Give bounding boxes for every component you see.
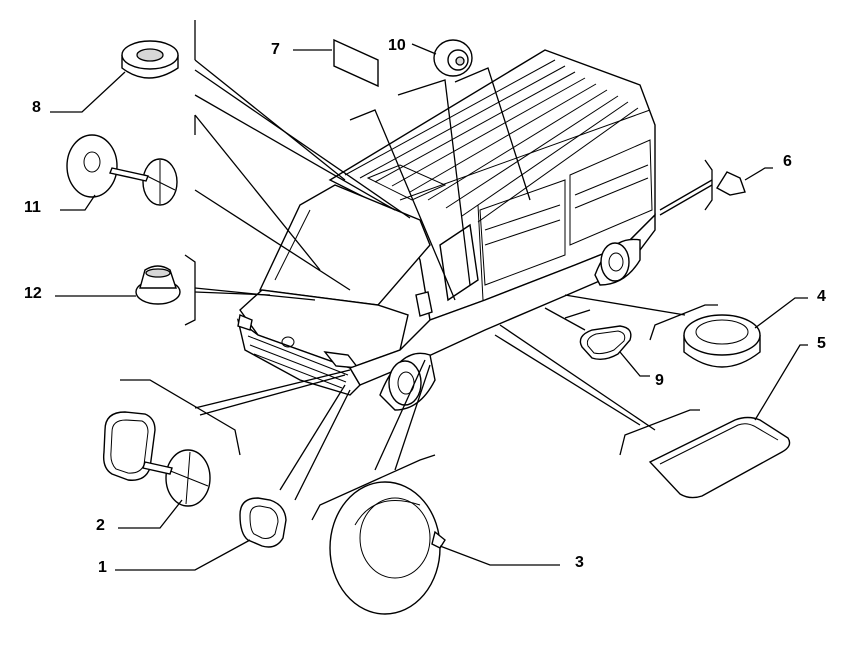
callout-2: 2 (96, 517, 105, 534)
callout-6: 6 (783, 153, 792, 170)
callout-11: 11 (24, 199, 41, 216)
callout-8: 8 (32, 99, 41, 116)
part-9-plug (579, 325, 650, 377)
callout-9: 9 (655, 372, 664, 389)
callout-7: 7 (271, 41, 280, 58)
part-5-cover (648, 344, 808, 499)
part-10-grommet (411, 39, 473, 77)
part-2-window-plug (102, 411, 211, 529)
callout-12: 12 (24, 285, 42, 302)
callout-5: 5 (817, 335, 826, 352)
callout-3: 3 (575, 554, 584, 571)
part-12-cap (55, 265, 181, 305)
callout-4: 4 (817, 288, 826, 305)
part-1-grommet (115, 497, 287, 571)
callout-1: 1 (98, 559, 107, 576)
part-3-dome-plug (329, 481, 560, 615)
callout-labels: 1 2 3 4 5 6 7 8 9 10 11 12 (24, 37, 826, 576)
part-7-pad (293, 38, 379, 88)
part-6-plug (716, 167, 773, 196)
part-11-plug (60, 134, 178, 211)
leader-lines (120, 20, 718, 521)
callout-10: 10 (388, 37, 406, 54)
part-4-grommet (683, 297, 808, 368)
part-8-grommet (50, 40, 179, 113)
van-illustration (236, 49, 656, 411)
